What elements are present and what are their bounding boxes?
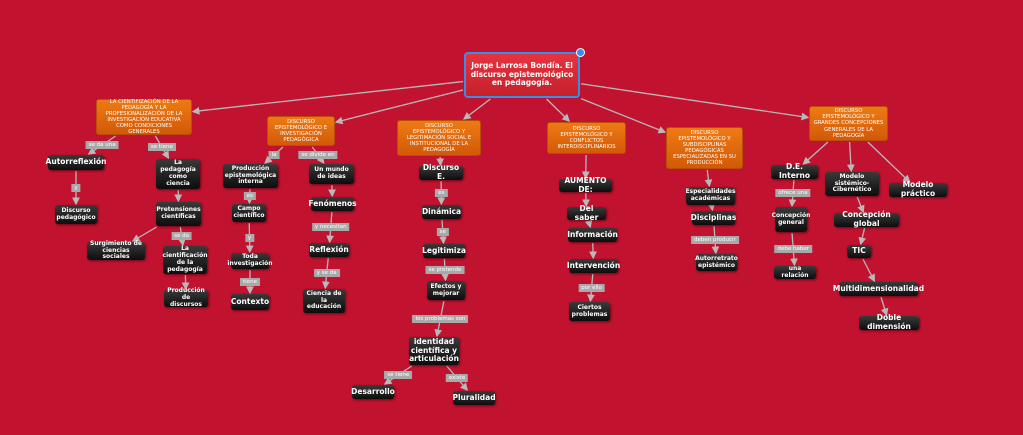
concept-node-legitimiza[interactable]: Legitimiza [422, 244, 466, 258]
link-label[interactable]: la [268, 151, 280, 159]
concept-node-fenomenos[interactable]: Fenómenos [308, 197, 357, 211]
connection-root-o5 [580, 97, 667, 134]
concept-node-dinamica[interactable]: Dinámica [422, 205, 461, 219]
concept-node-mundo[interactable]: Un mundo de ideas [309, 164, 354, 184]
link-label[interactable]: es [435, 188, 448, 197]
concept-node-aumento[interactable]: AUMENTO DE: [559, 176, 612, 193]
link-label[interactable]: se da una [85, 141, 119, 149]
concept-node-deinterno[interactable]: D.E. Interno [771, 163, 818, 180]
connection-sistemico-concglobal [856, 196, 865, 214]
concept-node-cienciaedu[interactable]: Ciencia de la educación [303, 289, 345, 313]
link-label[interactable]: y [71, 183, 81, 192]
link-label[interactable]: se pretende [425, 265, 465, 274]
concept-node-multi[interactable]: Multidimensionalidad [833, 282, 924, 296]
concept-node-sistemico[interactable]: Modelo sistémico-Cibernético [825, 172, 879, 196]
link-label[interactable]: debe haber [774, 245, 812, 253]
concept-node-root[interactable]: Jorge Larrosa Bondía. El discurso episte… [464, 52, 580, 98]
concept-node-pedciencia[interactable]: La pedagogía como ciencia [156, 159, 200, 189]
connection-especialidades-disciplinas [707, 203, 716, 212]
concept-node-discped[interactable]: Discurso pedagógico [55, 205, 97, 224]
link-label[interactable]: los problemas son [412, 314, 469, 323]
link-label[interactable]: y necesitan [311, 223, 350, 231]
connection-multi-doble [880, 296, 889, 317]
link-label[interactable]: es [243, 192, 256, 200]
link-label[interactable]: tiene [240, 277, 260, 286]
concept-node-especialidades[interactable]: Especialidades académicas [685, 187, 736, 205]
concept-node-surgimiento[interactable]: Surgimiento de ciencias sociales [87, 240, 145, 260]
concept-node-campo[interactable]: Campo científico [232, 204, 266, 222]
concept-node-autorretrato[interactable]: Autorretrato epistémico [695, 254, 738, 271]
concept-node-tic[interactable]: TIC [847, 245, 871, 258]
connection-tic-multi [862, 258, 875, 283]
link-label[interactable]: ofrece una [775, 189, 811, 197]
concept-node-o6[interactable]: DISCURSO EPISTEMOLÓGICO Y GRANDES CONCEP… [809, 106, 888, 141]
connection-root-o4 [546, 98, 571, 122]
connection-root-o2 [334, 89, 464, 125]
connection-root-o1 [191, 80, 464, 115]
link-label[interactable]: se [436, 227, 449, 236]
concept-node-o4[interactable]: DISCURSO EPISTEMOLÓGICO Y CONFLICTOS INT… [547, 122, 626, 154]
connection-root-o6 [580, 83, 810, 121]
concept-node-reflexion[interactable]: Reflexión [309, 243, 349, 257]
connection-o5-especialidades [704, 169, 713, 188]
concept-node-informacion[interactable]: Información [567, 228, 618, 242]
concept-node-o2[interactable]: DISCURSO EPISTEMOLÓGICO E INVESTIGACIÓN … [267, 116, 335, 146]
link-label[interactable]: y se da [313, 269, 340, 277]
concept-node-o5[interactable]: DISCURSO EPISTEMOLÓGICO Y SUBDISCIPLINAS… [666, 127, 743, 169]
link-label[interactable]: existe [445, 374, 469, 382]
concept-node-disciplinas[interactable]: Disciplinas [691, 211, 736, 225]
link-label[interactable]: deben producir [691, 235, 739, 244]
concept-node-discE[interactable]: Discurso E. [419, 164, 463, 181]
concept-node-pluralidad[interactable]: Pluralidad [452, 391, 496, 405]
connection-o6-deinterno [802, 141, 829, 165]
connection-saber-informacion [584, 219, 593, 229]
link-label[interactable]: se tiene [147, 143, 176, 151]
connection-concglobal-tic [858, 227, 867, 246]
concept-node-efectos[interactable]: Efectos y mejorar [427, 281, 465, 300]
concept-node-intervencion[interactable]: Intervención [567, 259, 620, 273]
concept-node-o1[interactable]: LA CIENTIFIZACIÓN DE LA PEDAGOGÍA Y LA P… [96, 99, 192, 135]
concept-node-contexto[interactable]: Contexto [231, 294, 269, 310]
link-label[interactable]: se da [171, 232, 193, 240]
link-label[interactable]: por ello [578, 283, 605, 292]
link-label[interactable]: se divide en [298, 151, 338, 159]
selection-handle-icon[interactable] [576, 48, 585, 57]
concept-node-saber[interactable]: Del saber [567, 204, 606, 221]
concept-node-prodepist[interactable]: Producción epistemológica interna [223, 164, 278, 188]
concept-node-cientificacion[interactable]: La cientificación de la pedagogía [162, 245, 208, 274]
concept-node-concglobal[interactable]: Concepción global [834, 211, 899, 228]
concept-node-relacion[interactable]: una relación [774, 265, 816, 279]
connection-o6-practico [867, 141, 911, 183]
concept-node-identidad[interactable]: identidad científica y articulación [409, 337, 459, 365]
concept-node-proddisc[interactable]: Producción de discursos [164, 287, 208, 308]
concept-node-practico[interactable]: Modelo práctico [889, 181, 947, 198]
concept-node-desarrollo[interactable]: Desarrollo [351, 385, 395, 399]
concept-node-ciertos[interactable]: Ciertos problemas [569, 302, 610, 321]
connection-pretensiones-surgimiento [131, 226, 157, 242]
connection-root-o3 [462, 98, 491, 120]
link-label[interactable]: se tiene [384, 371, 413, 379]
concept-node-doble[interactable]: Doble dimensión [859, 314, 919, 331]
concept-node-o3[interactable]: DISCURSO EPISTEMOLÓGICO Y LEGITIMACIÓN S… [397, 120, 481, 156]
concept-node-autorreflexion[interactable]: Autorreflexión [46, 155, 106, 170]
concept-node-toda[interactable]: Toda investigación [227, 253, 273, 269]
concept-node-pretensiones[interactable]: Pretensiones científicas [156, 202, 201, 226]
concept-node-concgeneral[interactable]: Concepción general [772, 207, 810, 232]
connection-o6-sistemico [846, 141, 855, 173]
link-label[interactable]: y [244, 233, 255, 242]
